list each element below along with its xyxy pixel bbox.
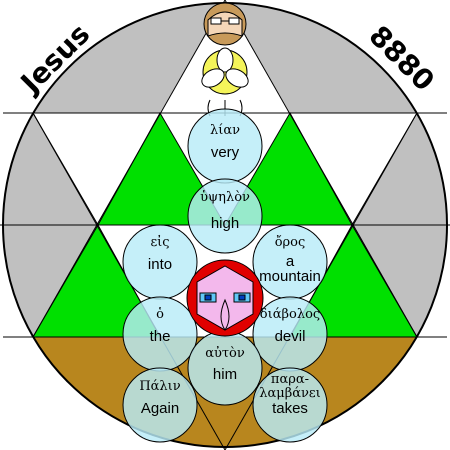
english-word: high [211,215,239,232]
greek-word: ὄρος [275,235,306,250]
gray-left-upper [3,113,98,225]
greek-word: διάβολος [260,307,320,322]
greek-word: παρα- [271,372,309,387]
english-word: a [286,253,295,270]
gray-right-lower [352,225,447,337]
greek-word: ὑψηλὸν [200,190,250,205]
word-bubble [252,367,328,443]
english-word: very [211,144,240,161]
english-word: devil [275,328,306,345]
english-word: Again [141,400,179,417]
word-bubbles: λίανveryὑψηλὸνhighεἰςintoὄροςamountainὁt… [122,108,328,443]
gray-left-lower [3,225,98,337]
english-word: into [148,256,172,273]
greek-word: Πάλιν [139,379,180,394]
greek-word: αὐτὸν [205,346,245,361]
greek-word: ὁ [156,307,164,322]
word-bubble [122,367,198,443]
english-word: takes [272,400,308,417]
greek-word: λίαν [210,123,240,138]
greek-word: λαμβάνει [259,386,321,401]
center-face-icon [186,259,264,337]
english-word: mountain [259,268,321,285]
greek-word: εἰς [150,234,169,250]
english-word: the [150,328,171,345]
flower-icon [201,47,249,117]
english-word: him [213,366,237,383]
top-face-icon [203,2,247,46]
word-bubble [187,178,263,254]
gray-right-upper [352,113,447,225]
